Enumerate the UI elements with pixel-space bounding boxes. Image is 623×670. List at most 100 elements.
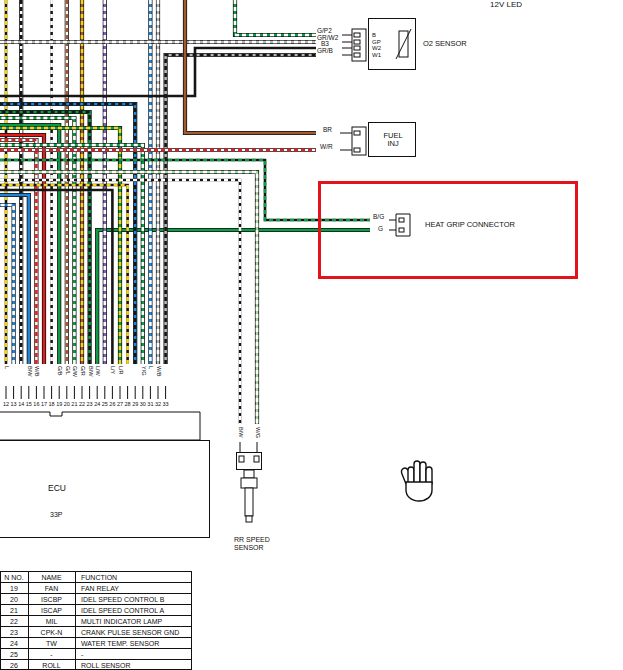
table-cell: IDEL SPEED CONTROL B (81, 596, 165, 603)
pin-number: 28 (123, 402, 133, 408)
sensor-collar (241, 478, 257, 488)
table-cell: - (81, 651, 83, 658)
table-cell: CRANK PULSE SENSOR GND (81, 629, 179, 636)
table-cell: 20 (1, 596, 27, 603)
wire-color-code: B/G (373, 214, 384, 221)
pin-number: 13 (9, 402, 19, 408)
wire (0, 205, 14, 364)
table-cell: FUNCTION (81, 574, 117, 581)
table-cell: 21 (1, 607, 27, 614)
pin-lead (89, 386, 90, 399)
wire-stripe (0, 149, 316, 152)
wire-color-code: L (4, 366, 10, 369)
pin-number: 32 (153, 402, 163, 408)
wire-outline (156, 0, 160, 364)
wire-color-code: G/P2 (317, 28, 332, 35)
table-cell: TW (29, 640, 74, 647)
wire-color-code: W/B (34, 366, 40, 376)
table-cell: IDEL SPEED CONTROL A (81, 607, 164, 614)
pin-table-grid (0, 571, 192, 670)
pin-lead (13, 386, 14, 399)
wire-stripe (0, 145, 143, 364)
wire (104, 0, 107, 364)
wire-color-code: L/Y (110, 366, 116, 374)
wire-color-code: B/W (238, 427, 244, 437)
wire-stripe (66, 0, 69, 364)
plug-pin (239, 456, 244, 462)
wire (0, 145, 143, 364)
wire-outline (0, 135, 44, 364)
pin-lead (21, 386, 22, 399)
wire (0, 118, 74, 364)
pin-number: 21 (69, 402, 79, 408)
wire-outline (0, 118, 74, 364)
wire (0, 185, 128, 364)
wire-outline (0, 205, 14, 364)
wire-stripe (149, 0, 152, 364)
wire-outline (0, 172, 257, 424)
wire-color-code: G/L (64, 366, 70, 375)
pin-lead (97, 386, 98, 399)
wire-stripe (50, 0, 53, 364)
ecu-connector-strip (0, 412, 200, 440)
node-label: O2 SENSOR (423, 40, 467, 48)
table-cell: FAN RELAY (81, 585, 119, 592)
injector-box: FUEL INJ (368, 122, 416, 157)
ecu-box: ECU33P (0, 440, 210, 538)
table-cell: 22 (1, 618, 27, 625)
pin-number: 27 (115, 402, 125, 408)
wire-color-code: B/W (26, 366, 32, 376)
pin-name: B (372, 32, 376, 38)
wire-outline (0, 128, 120, 364)
wire-color-code: L (148, 366, 154, 369)
table-cell: NAME (29, 574, 74, 581)
wire (0, 172, 257, 424)
pin-number: 23 (85, 402, 95, 408)
pin-lead (142, 386, 143, 399)
pin-number: 17 (39, 402, 49, 408)
node-label: FUEL INJ (382, 132, 404, 149)
pin-number: 25 (100, 402, 110, 408)
note-text: 12V LED (490, 1, 522, 9)
wire-stripe (0, 185, 128, 364)
wire-color-code: L/W (95, 366, 101, 376)
wire (81, 0, 84, 364)
pin-lead (59, 386, 60, 399)
wire-color-code: G/W (72, 366, 78, 377)
pin-lead (150, 386, 151, 399)
wire-color-code: W/G (255, 427, 261, 438)
sensor-drawing (236, 452, 262, 527)
pin-lead (158, 386, 159, 399)
table-cell: ROLL SENSOR (81, 662, 131, 669)
table-cell: MULTI INDICATOR LAMP (81, 618, 162, 625)
wire-stripe (20, 0, 23, 364)
sensor-plug (237, 453, 262, 470)
wire-outline (65, 0, 69, 364)
table-cell: - (29, 651, 74, 658)
wire (157, 0, 160, 364)
wire-stripe (157, 0, 160, 364)
table-cell: 19 (1, 585, 27, 592)
pin-lead (104, 386, 105, 399)
table-cell: CPK-N (29, 629, 74, 636)
wire-outline (0, 195, 29, 364)
pin-number: 29 (130, 402, 140, 408)
wire (0, 41, 316, 44)
pin-lead (165, 386, 166, 399)
wire-stripe (0, 128, 120, 364)
table-cell: ROLL (29, 662, 74, 669)
wire (97, 230, 370, 364)
resistor-arrow (396, 29, 411, 59)
wire-color-code: G/B (57, 366, 63, 375)
wire-color-code: W/B (156, 366, 162, 376)
wire (50, 0, 53, 364)
wire-color-code: BR (323, 127, 332, 134)
wire-color-code: L/R (118, 366, 124, 375)
sensor-neck (244, 470, 254, 478)
table-cell: MIL (29, 618, 74, 625)
wire-stripe (235, 0, 316, 35)
pin-number: 16 (31, 402, 41, 408)
highlight-box: HEAT GRIP CONNECTOR (318, 181, 578, 279)
wire (185, 0, 316, 133)
